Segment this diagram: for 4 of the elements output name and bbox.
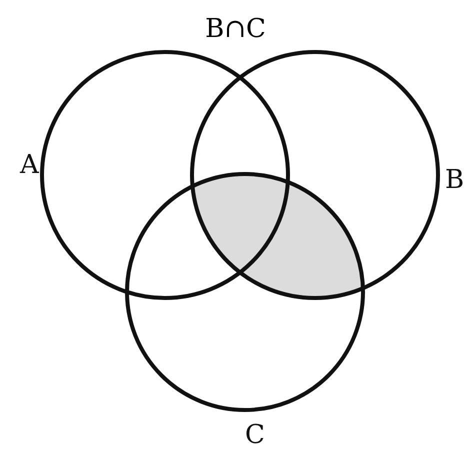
title: B∩C xyxy=(205,14,266,44)
set-label: A xyxy=(20,150,39,180)
set-label: B xyxy=(445,165,464,195)
set-label: C xyxy=(245,420,265,450)
